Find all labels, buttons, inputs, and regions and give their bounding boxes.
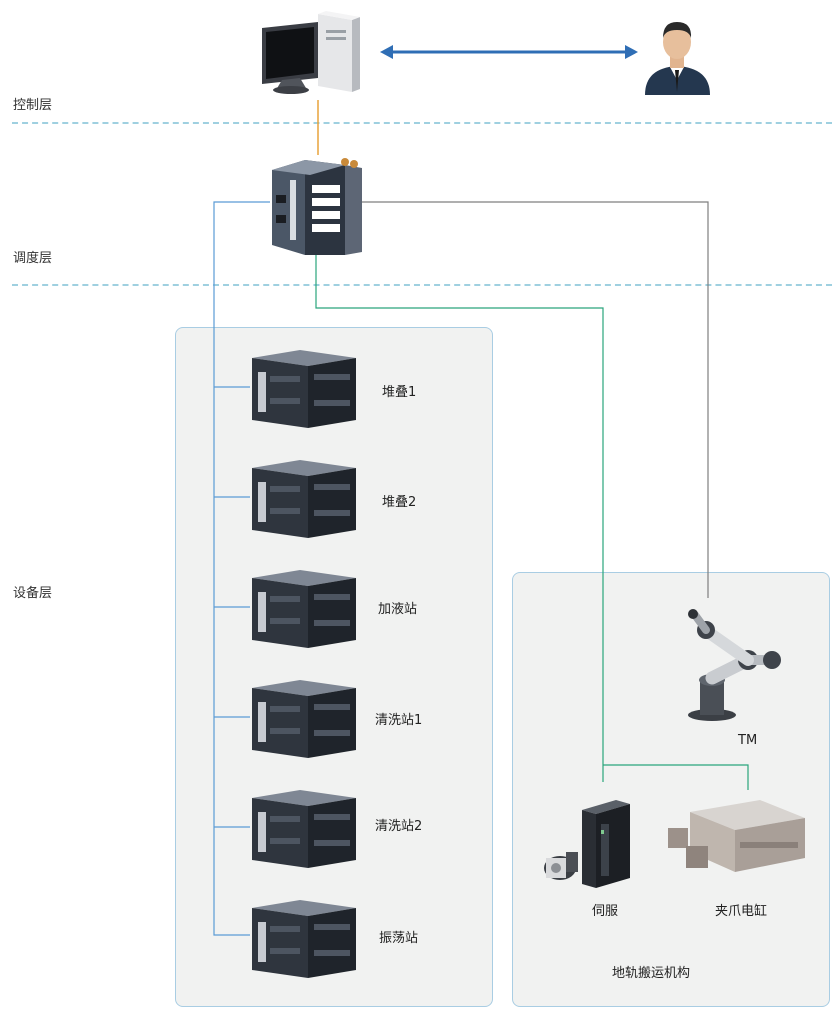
layer-label-dispatch: 调度层 bbox=[13, 251, 53, 266]
station-label: 振荡站 bbox=[379, 931, 419, 946]
station-controller-icon bbox=[252, 790, 356, 868]
transport-group-label: 地轨搬运机构 bbox=[612, 966, 691, 981]
station-label: 堆叠2 bbox=[382, 495, 417, 510]
station-controller-icon bbox=[252, 350, 356, 428]
station-controller-icon bbox=[252, 680, 356, 758]
station-controller-icon bbox=[252, 900, 356, 978]
station-controller-icon bbox=[252, 570, 356, 648]
station-label: 堆叠1 bbox=[382, 385, 417, 400]
layer-label-device: 设备层 bbox=[13, 586, 53, 601]
station-label: 加液站 bbox=[378, 602, 418, 617]
station-controller-icon bbox=[252, 460, 356, 538]
layer-divider-2 bbox=[12, 284, 832, 286]
station-panel bbox=[175, 327, 493, 1007]
robot-label: TM bbox=[738, 733, 758, 748]
layer-divider-1 bbox=[12, 122, 832, 124]
servo-label: 伺服 bbox=[592, 904, 619, 919]
transport-panel bbox=[512, 572, 830, 1007]
station-label: 清洗站2 bbox=[375, 819, 423, 834]
layer-label-control: 控制层 bbox=[13, 98, 53, 113]
gripper-label: 夹爪电缸 bbox=[715, 904, 768, 919]
station-label: 清洗站1 bbox=[375, 713, 423, 728]
